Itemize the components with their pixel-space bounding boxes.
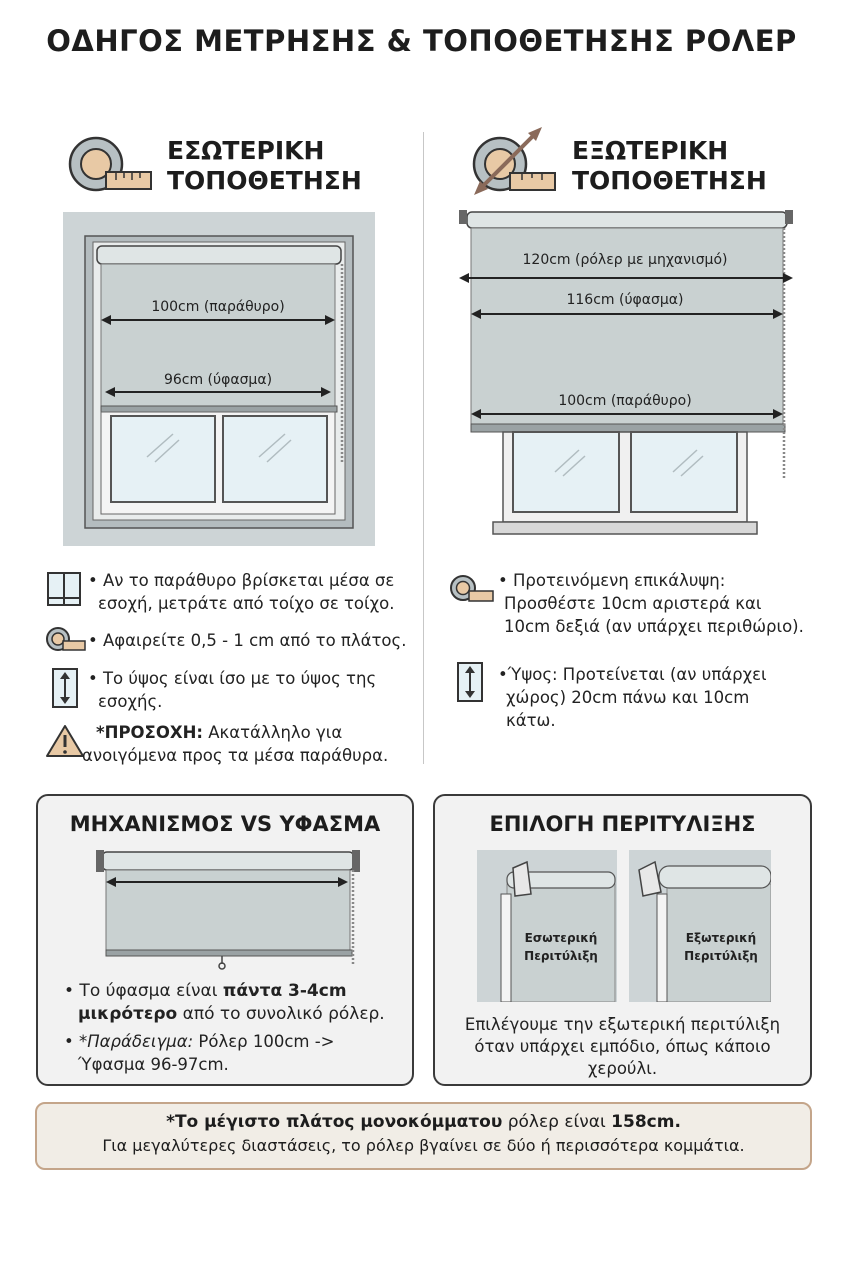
page-title: ΟΔΗΓΟΣ ΜΕΤΡΗΣΗΣ & ΤΟΠΟΘΕΤΗΣΗΣ ΡΟΛΕΡ: [46, 24, 797, 58]
bottom-bar: [470, 423, 786, 433]
inside-bullet-1: • Αν το παράθυρο βρίσκεται μέσα σε εσοχή…: [88, 569, 394, 615]
fabric: [100, 263, 336, 407]
bottom-bar: [100, 405, 338, 413]
inside-title-line2: ΤΟΠΟΘΕΤΗΣΗ: [167, 166, 362, 195]
bullet-text: • Το ύφασμα είναι: [64, 981, 223, 1001]
desc-line: όταν υπάρχει εμπόδιο, όπως κάποιο: [474, 1037, 771, 1056]
tape-measure-diagonal-icon: [472, 127, 556, 195]
warning-label: *ΠΡΟΣΟΧΗ:: [96, 723, 203, 742]
height-arrow-icon: [52, 668, 78, 708]
bullet-line: εσοχή, μετράτε από τοίχο σε τοίχο.: [98, 594, 395, 613]
mechanism-bullet-1: • Το ύφασμα είναι πάντα 3-4cm μικρότερο …: [64, 980, 385, 1026]
bullet-line: ανοιγόμενα προς τα μέσα παράθυρα.: [82, 746, 389, 765]
roller-tube: [658, 865, 771, 889]
wrap-panel: ΕΠΙΛΟΓΗ ΠΕΡΙΤΥΛΙΞΗΣ Εσωτερική Περιτύλιξη…: [433, 794, 812, 1086]
inner-wrap-label-2: Περιτύλιξη: [524, 949, 598, 963]
roller-dim-label: 120cm (ρόλερ με μηχανισμό): [523, 252, 728, 268]
outside-title-line2: ΤΟΠΟΘΕΤΗΣΗ: [572, 166, 767, 195]
column-divider: [423, 132, 424, 764]
desc-line: χερούλι.: [587, 1059, 658, 1078]
bullet-text: από το συνολικό ρόλερ.: [177, 1004, 385, 1024]
bullet-italic: • *Παράδειγμα:: [64, 1032, 194, 1051]
inner-wrap-label-1: Εσωτερική: [525, 931, 598, 945]
bullet-line: Προσθέστε 10cm αριστερά και: [504, 594, 762, 613]
mechanism-title: ΜΗΧΑΝΙΣΜΟΣ VS ΥΦΑΣΜΑ: [69, 812, 381, 836]
tape-measure-icon: [46, 627, 86, 651]
outside-mount-diagram: 120cm (ρόλερ με μηχανισμό) 116cm (ύφασμα…: [459, 210, 793, 535]
bullet-line: εσοχής.: [98, 692, 163, 711]
fabric: [105, 869, 351, 951]
wrap-description: Επιλέγουμε την εξωτερική περιτύλιξη όταν…: [435, 1014, 810, 1080]
outside-title-line1: ΕΞΩΤΕΡΙΚΗ: [572, 136, 729, 165]
bullet-bold: μικρότερο: [78, 1004, 178, 1024]
fabric-dim-label: 116cm (ύφασμα): [566, 292, 683, 308]
inside-bullet-2: • Αφαιρείτε 0,5 - 1 cm από το πλάτος.: [88, 629, 406, 652]
window-sill: [492, 521, 758, 535]
bottom-bar: [105, 949, 353, 957]
bullet-text: Ύφασμα 96-97cm.: [78, 1055, 229, 1074]
roller-tube: [101, 851, 355, 871]
bullet-bold: πάντα 3-4cm: [222, 981, 347, 1001]
bullet-line: • Αν το παράθυρο βρίσκεται μέσα σε: [88, 571, 395, 590]
outside-mount-title: ΕΞΩΤΕΡΙΚΗ ΤΟΠΟΘΕΤΗΣΗ: [572, 136, 767, 196]
inside-mount-title: ΕΣΩΤΕΡΙΚΗ ΤΟΠΟΘΕΤΗΣΗ: [167, 136, 362, 196]
outer-wrap-diagram: Εξωτερική Περιτύλιξη: [629, 850, 771, 1002]
mechanism-bullet-2: • *Παράδειγμα: Ρόλερ 100cm -> Ύφασμα 96-…: [64, 1030, 335, 1076]
outside-bullet-2: •Ύψος: Προτείνεται (αν υπάρχει χώρος) 20…: [498, 663, 767, 732]
note-line-2: Για μεγαλύτερες διαστάσεις, το ρόλερ βγα…: [102, 1136, 745, 1155]
max-width-note: *Το μέγιστο πλάτος μονοκόμματου ρόλερ εί…: [35, 1102, 812, 1170]
window-dim-label: 100cm (παράθυρο): [151, 299, 284, 315]
tape-measure-icon: [68, 136, 152, 192]
warning-icon: [46, 725, 84, 757]
bullet-line: κάτω.: [506, 711, 556, 730]
bullet-line: Ακατάλληλο για: [202, 723, 343, 742]
inside-mount-diagram: 100cm (παράθυρο) 96cm (ύφασμα): [63, 212, 375, 546]
inside-title-line1: ΕΣΩΤΕΡΙΚΗ: [167, 136, 325, 165]
inner-wrap-diagram: Εσωτερική Περιτύλιξη: [477, 850, 617, 1002]
bullet-line: •Ύψος: Προτείνεται (αν υπάρχει: [498, 665, 767, 684]
window-dim-label: 100cm (παράθυρο): [558, 393, 691, 409]
bullet-line: 10cm δεξιά (αν υπάρχει περιθώριο).: [504, 617, 804, 636]
bullet-line: χώρος) 20cm πάνω και 10cm: [506, 688, 750, 707]
height-arrow-icon: [457, 662, 483, 702]
bullet-line: • Προτεινόμενη επικάλυψη:: [498, 571, 726, 590]
fabric-dim-label: 96cm (ύφασμα): [164, 372, 272, 388]
bullet-line: • Το ύψος είναι ίσο με το ύψος της: [88, 669, 377, 688]
note-bold: *Το μέγιστο πλάτος μονοκόμματου: [166, 1112, 503, 1132]
note-bold: 158cm.: [611, 1112, 681, 1132]
outside-bullet-1: • Προτεινόμενη επικάλυψη: Προσθέστε 10cm…: [498, 569, 804, 638]
fabric: [666, 883, 771, 1002]
bullet-text: Ρόλερ 100cm ->: [193, 1032, 335, 1051]
inside-bullet-3: • Το ύψος είναι ίσο με το ύψος της εσοχή…: [88, 667, 376, 713]
roller-tube: [506, 871, 616, 889]
outer-wrap-label-1: Εξωτερική: [686, 931, 756, 945]
note-text: ρόλερ είναι: [502, 1112, 612, 1132]
note-line-1: *Το μέγιστο πλάτος μονοκόμματου ρόλερ εί…: [37, 1112, 810, 1132]
tape-measure-icon: [450, 575, 494, 602]
wrap-title: ΕΠΙΛΟΓΗ ΠΕΡΙΤΥΛΙΞΗΣ: [489, 812, 756, 836]
mechanism-diagram: [96, 850, 360, 970]
outer-wrap-label-2: Περιτύλιξη: [684, 949, 758, 963]
fabric: [470, 227, 784, 425]
roller-tube: [466, 211, 788, 229]
mechanism-panel: ΜΗΧΑΝΙΣΜΟΣ VS ΥΦΑΣΜΑ • Το ύφασμα είναι π…: [36, 794, 414, 1086]
bullet-line: • Αφαιρείτε 0,5 - 1 cm από το πλάτος.: [88, 631, 407, 650]
desc-line: Επιλέγουμε την εξωτερική περιτύλιξη: [464, 1015, 781, 1034]
window-icon: [47, 572, 81, 606]
inside-bullet-4: *ΠΡΟΣΟΧΗ: Ακατάλληλο για ανοιγόμενα προς…: [82, 721, 388, 767]
roller-tube: [96, 245, 342, 265]
